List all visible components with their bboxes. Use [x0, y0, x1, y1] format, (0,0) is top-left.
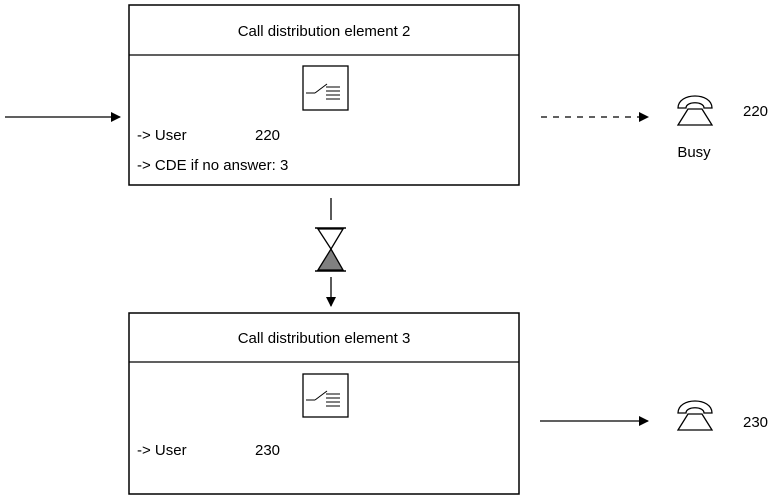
cde-3-user-number: 230 — [255, 442, 280, 459]
switch-icon — [302, 65, 349, 111]
cde-3-title: Call distribution element 3 — [238, 330, 411, 347]
telephone-icon — [676, 400, 714, 431]
cde-2-no-answer-line: -> CDE if no answer: 3 — [137, 157, 288, 174]
phone-top-number: 220 — [743, 103, 768, 120]
phone-bottom-number: 230 — [743, 414, 768, 431]
phone-top-status: Busy — [677, 144, 711, 161]
cde-2-title: Call distribution element 2 — [238, 23, 411, 40]
cde-3-box: Call distribution element 3 -> User 230 — [128, 312, 520, 495]
cde-3-user-prefix: -> User — [137, 442, 187, 459]
telephone-icon — [676, 95, 714, 126]
cde-2-user-prefix: -> User — [137, 127, 187, 144]
cde-2-box: Call distribution element 2 -> User 220 … — [128, 4, 520, 186]
switch-icon — [302, 373, 349, 418]
cde-2-user-number: 220 — [255, 127, 280, 144]
hourglass-icon — [315, 227, 346, 272]
